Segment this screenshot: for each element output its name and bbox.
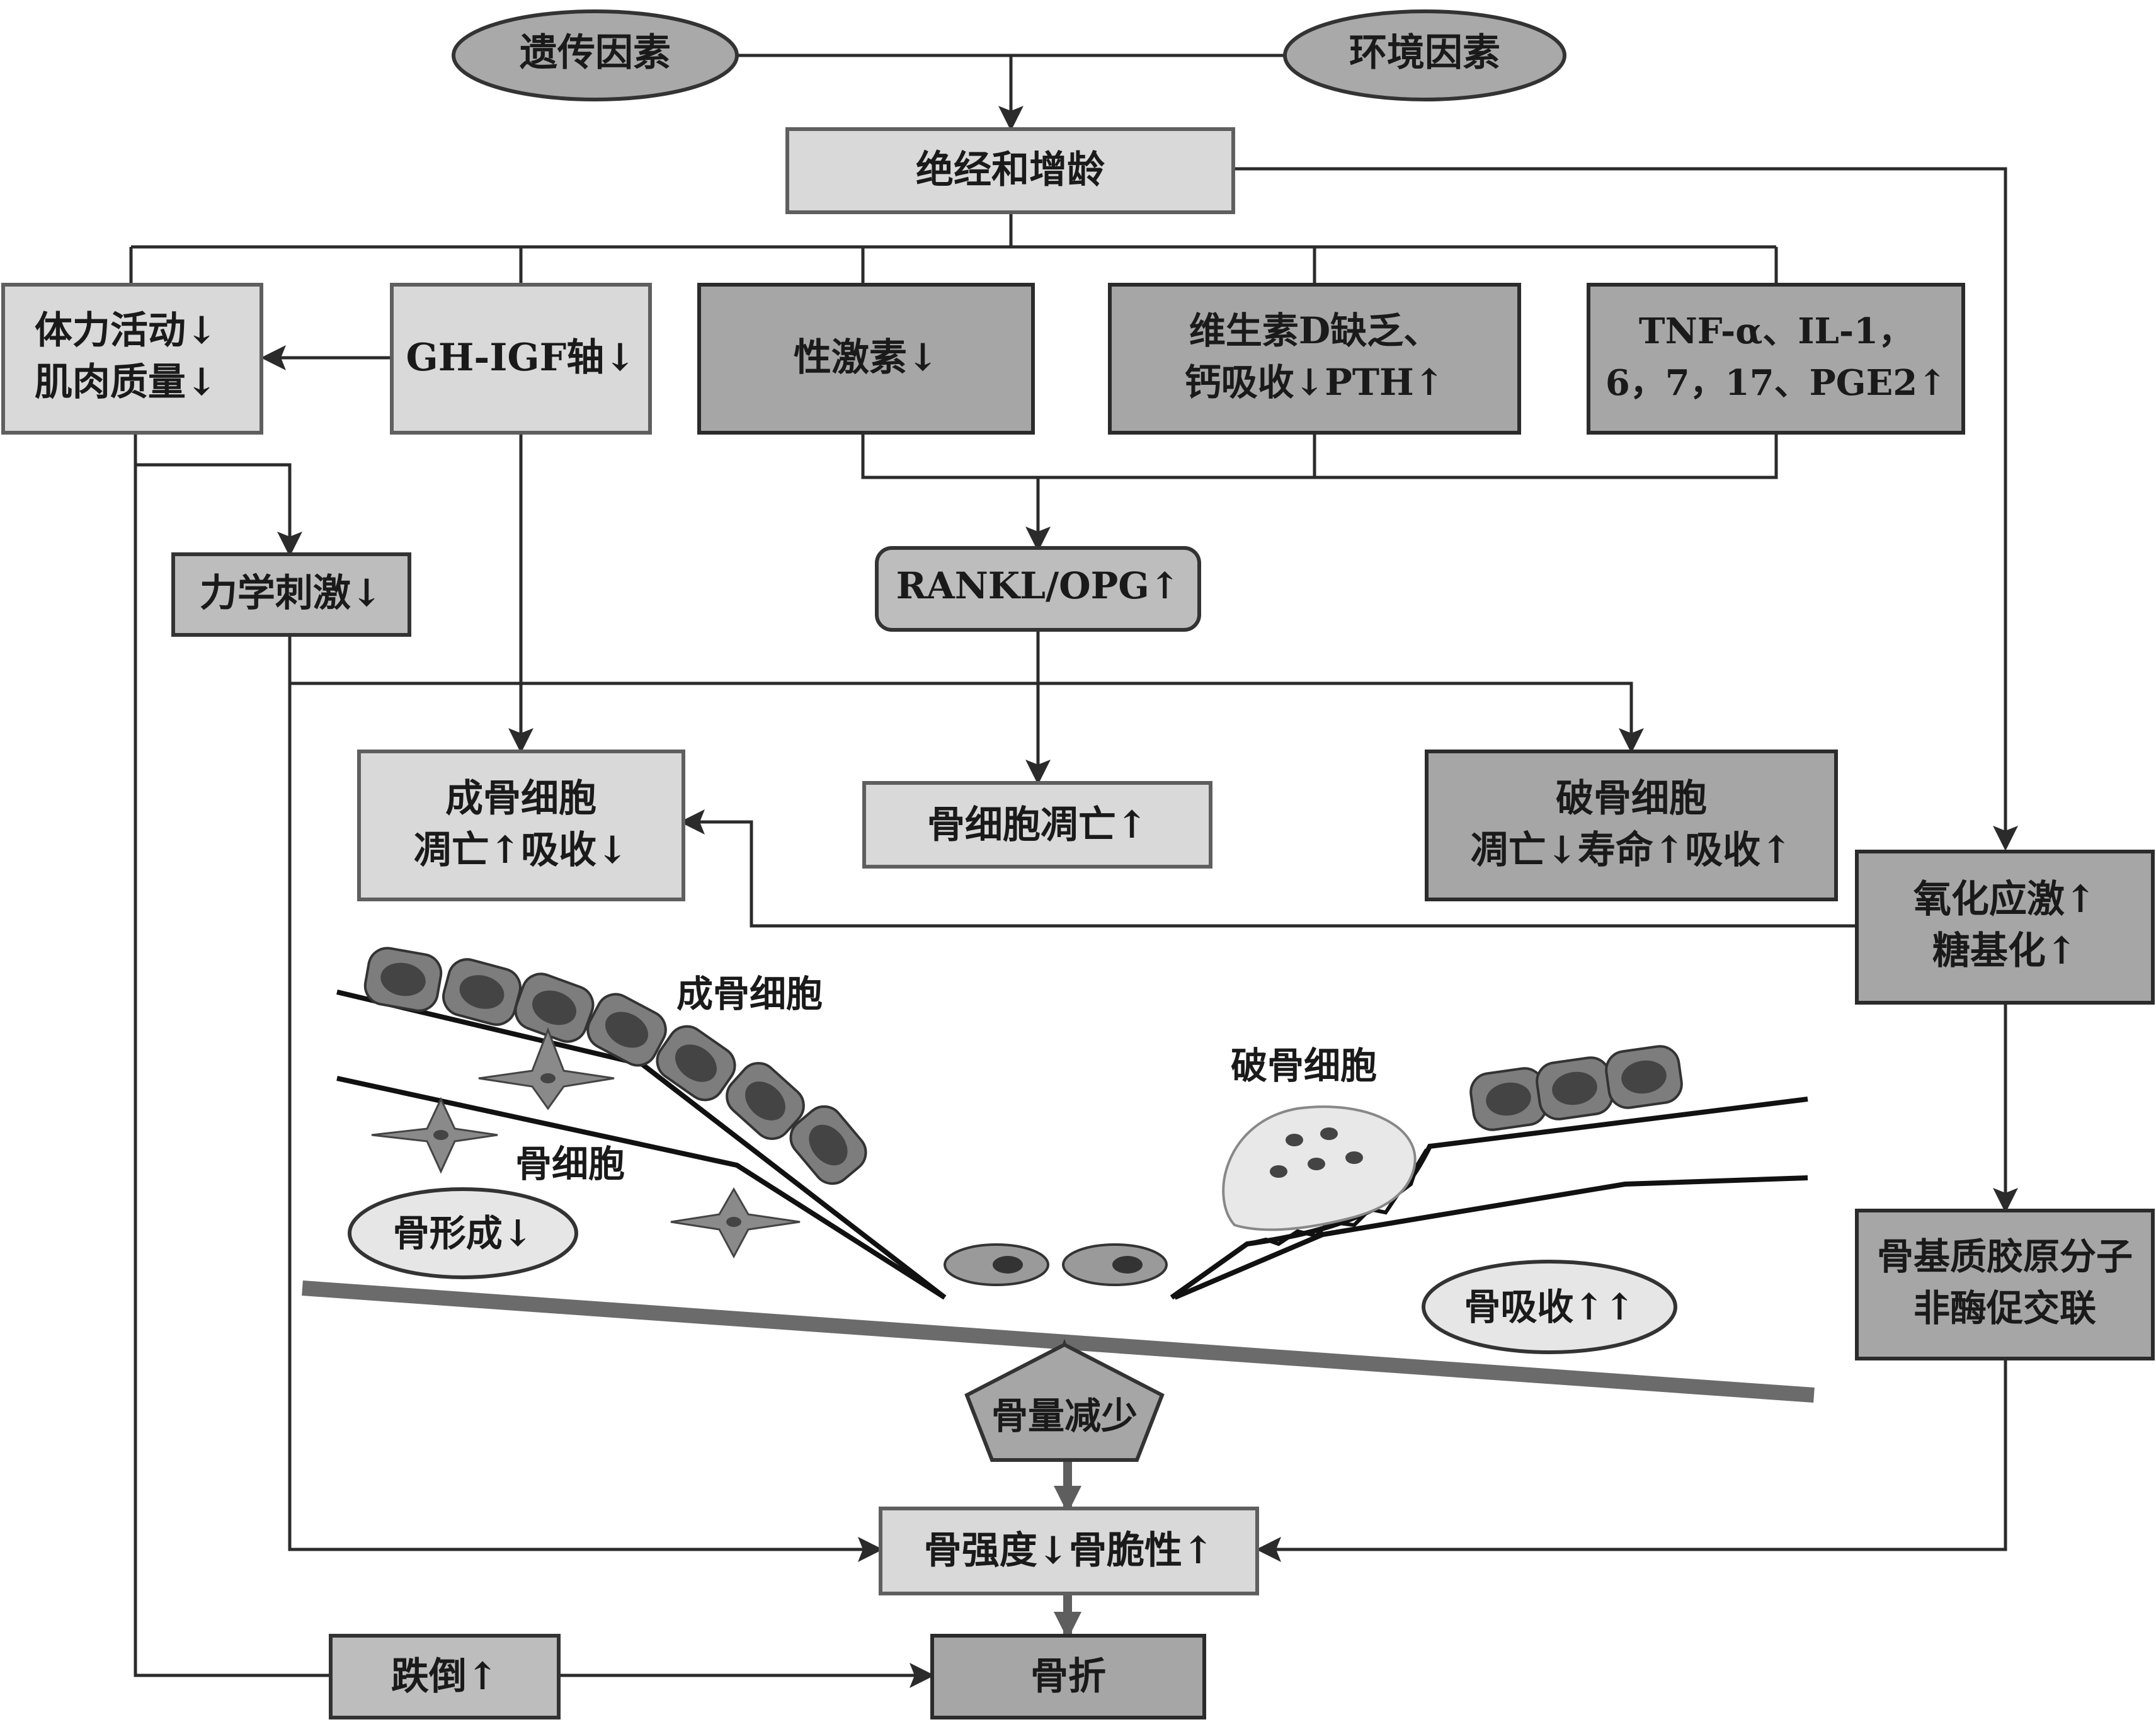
bone-resorption-label: 骨吸收↑↑ (1464, 1286, 1634, 1328)
bone-strength-node: 骨强度↓骨脆性↑ (879, 1507, 1259, 1595)
sex-hormone-node: 性激素↓ (697, 283, 1035, 435)
sex-hormone-label: 性激素↓ (794, 336, 938, 380)
gh-igf-axis-node: GH-IGF轴↓ (390, 283, 652, 435)
cytokines-line2: 6，7，17、PGE2↑ (1606, 362, 1947, 404)
calcium-pth-line2: 钙吸收↓PTH↑ (1185, 361, 1445, 404)
osteoblast-cells-right (1469, 1045, 1683, 1131)
mechanical-stimulation-label: 力学刺激↓ (200, 571, 382, 615)
menopause-aging-node: 绝经和增龄 (785, 127, 1235, 214)
collagen-crosslink-node: 骨基质胶原分子 非酶促交联 (1855, 1209, 2155, 1360)
physical-activity-node: 体力活动↓ 肌肉质量↓ (1, 283, 263, 435)
bone-formation-badge: 骨形成↓ (348, 1187, 578, 1279)
fracture-node: 骨折 (930, 1634, 1206, 1719)
osteoclast-illustration-label: 破骨细胞 (1231, 1044, 1377, 1087)
environment-factor-node: 环境因素 (1283, 9, 1566, 101)
falls-label: 跌倒↑ (391, 1655, 498, 1699)
gh-igf-axis-label: GH-IGF轴↓ (406, 336, 636, 380)
osteoclast-cell (1222, 1105, 1417, 1231)
bone-formation-label: 骨形成↓ (393, 1212, 533, 1255)
rankl-opg-node: RANKL/OPG↑ (875, 546, 1201, 632)
environment-factor-label: 环境因素 (1349, 31, 1500, 75)
connectors (129, 54, 2018, 1688)
mechanical-stimulation-node: 力学刺激↓ (171, 552, 411, 637)
bone-loss-label: 骨量减少 (991, 1394, 1138, 1437)
collagen-line2: 非酶促交联 (1914, 1287, 2096, 1330)
oxidative-stress-node: 氧化应激↑ 糖基化↑ (1855, 850, 2155, 1005)
bone-remodeling-illustration: 成骨细胞 骨细胞 破骨细胞 骨形成↓ 骨吸收↑↑ (302, 947, 1815, 1403)
fracture-label: 骨折 (1030, 1655, 1106, 1699)
oxidative-stress-line1: 氧化应激↑ (1914, 877, 2096, 921)
muscle-mass-line2: 肌肉质量↓ (35, 360, 217, 404)
falls-node: 跌倒↑ (329, 1634, 561, 1719)
bone-loss-node: 骨量减少 (964, 1342, 1165, 1462)
vitamin-d-line1: 维生素D缺乏、 (1189, 309, 1440, 352)
cytokines-line1: TNF-α、IL-1， (1639, 311, 1914, 352)
osteoblast-cells-left (363, 947, 867, 1185)
osteocyte-illustration-label: 骨细胞 (515, 1143, 625, 1185)
cytokines-node: TNF-α、IL-1， 6，7，17、PGE2↑ (1587, 283, 1965, 435)
osteoblast-title: 成骨细胞 (445, 777, 596, 821)
osteoclast-title: 破骨细胞 (1556, 777, 1707, 821)
genetic-factor-label: 遗传因素 (520, 31, 671, 75)
vitamin-d-node: 维生素D缺乏、 钙吸收↓PTH↑ (1108, 283, 1521, 435)
osteocyte-apoptosis-label: 骨细胞凋亡↑ (927, 803, 1148, 847)
osteoblast-node: 成骨细胞 凋亡↑吸收↓ (357, 750, 685, 901)
osteocyte-cells (371, 1027, 801, 1259)
osteoclast-subtitle: 凋亡↓寿命↑吸收↑ (1471, 828, 1793, 872)
genetic-factor-node: 遗传因素 (452, 9, 739, 101)
collagen-line1: 骨基质胶原分子 (1877, 1235, 2133, 1278)
lining-cells (944, 1243, 1168, 1286)
bone-strength-label: 骨强度↓骨脆性↑ (924, 1529, 1214, 1573)
osteocyte-apoptosis-node: 骨细胞凋亡↑ (862, 781, 1212, 869)
bone-resorption-badge: 骨吸收↑↑ (1422, 1260, 1677, 1354)
osteoblast-illustration-label: 成骨细胞 (676, 972, 823, 1015)
physical-activity-line1: 体力活动↓ (35, 309, 217, 353)
osteoclast-node: 破骨细胞 凋亡↓寿命↑吸收↑ (1425, 750, 1838, 901)
glycation-line2: 糖基化↑ (1932, 929, 2077, 973)
rankl-opg-label: RANKL/OPG↑ (896, 564, 1180, 607)
osteoblast-subtitle: 凋亡↑吸收↓ (414, 828, 629, 872)
menopause-aging-label: 绝经和增龄 (916, 148, 1105, 192)
